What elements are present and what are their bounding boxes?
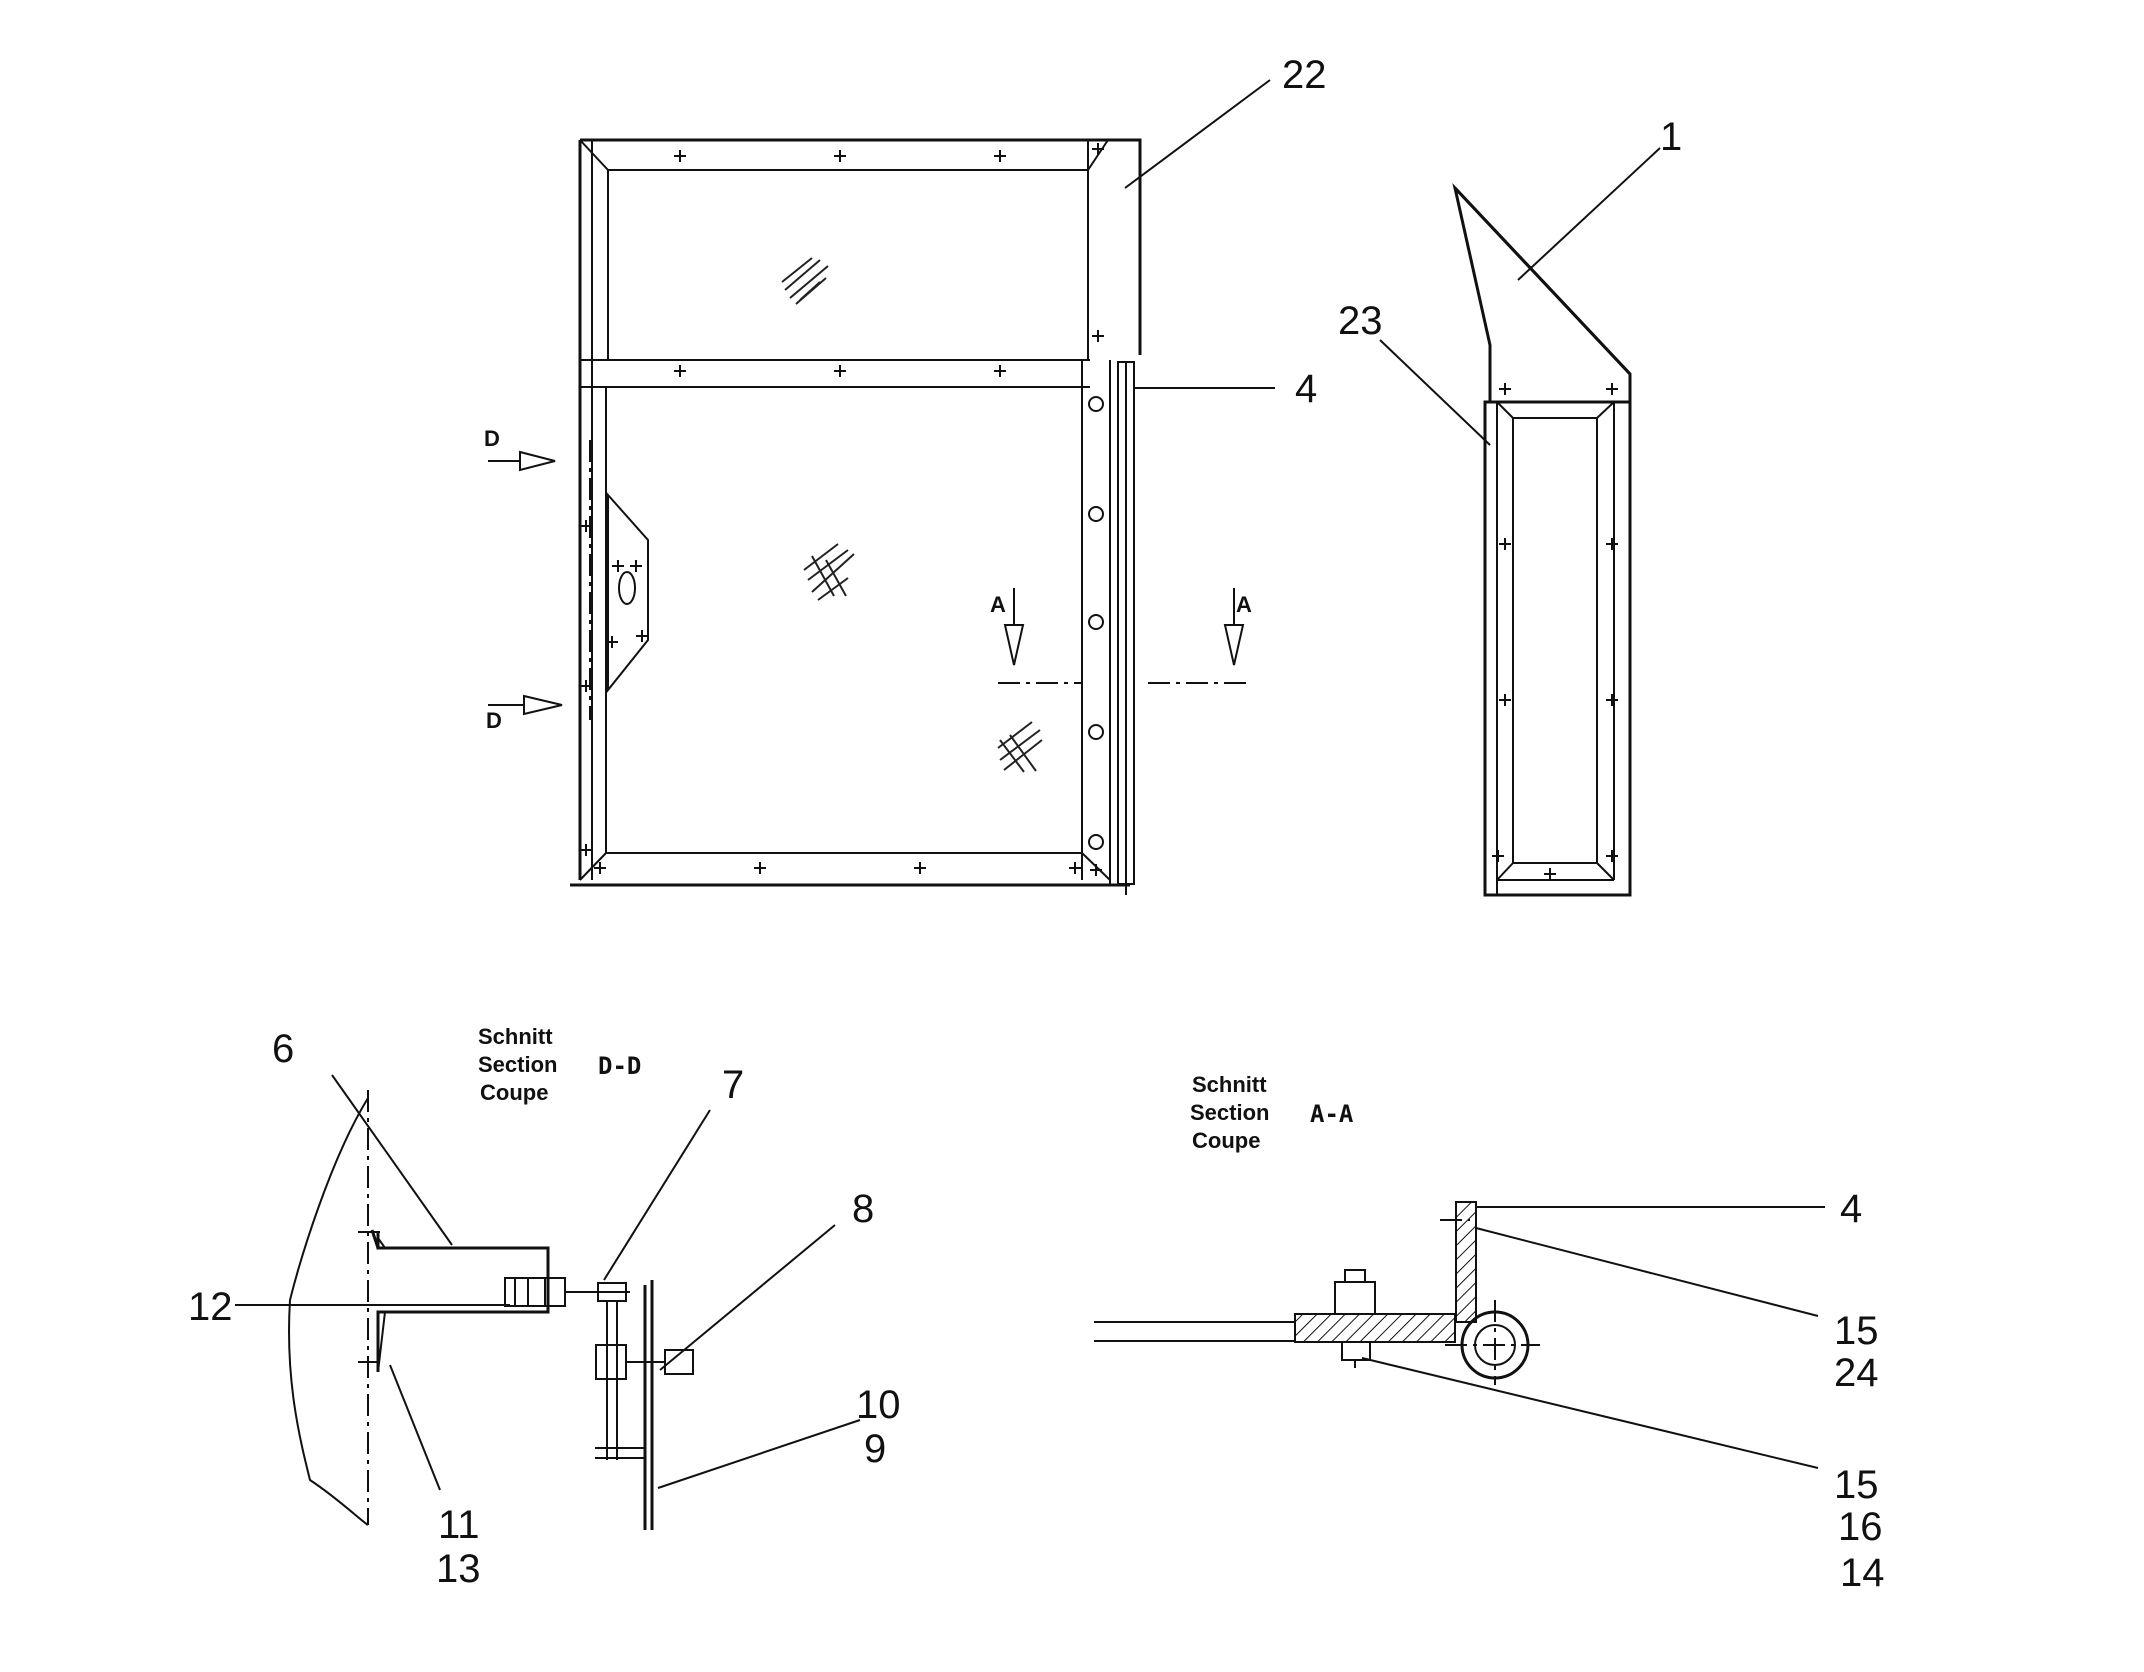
label-22: 22: [1282, 53, 1327, 97]
section-dd-line1: Schnitt: [478, 1024, 553, 1049]
label-1: 1: [1660, 115, 1682, 159]
section-aa-title: Schnitt Section Coupe A-A: [1190, 1072, 1354, 1153]
section-d-arrow-bottom: [488, 694, 563, 716]
section-d-arrow-top: [488, 450, 556, 472]
hinge-holes: [1088, 396, 1104, 850]
label-9: 9: [864, 1427, 886, 1471]
label-12: 12: [188, 1285, 233, 1329]
section-arrow-letters: D D A A: [484, 426, 1252, 733]
section-a-arrow-right: [1223, 588, 1245, 666]
section-a-arrow-left: [1003, 588, 1025, 666]
section-aa-line2: Section: [1190, 1100, 1269, 1125]
part-numbers: 22 1 23 4 6 7 8 12 10 9 11 13 4 15 24 15…: [188, 53, 1885, 1595]
arrow-label-d-top: D: [484, 426, 500, 451]
label-13: 13: [436, 1547, 481, 1591]
label-7: 7: [722, 1063, 744, 1107]
label-16: 16: [1838, 1505, 1883, 1549]
label-24: 24: [1834, 1351, 1879, 1395]
label-6: 6: [272, 1027, 294, 1071]
label-11: 11: [438, 1503, 480, 1547]
label-4-top: 4: [1295, 367, 1317, 411]
section-aa-line3: Coupe: [1192, 1128, 1260, 1153]
label-8: 8: [852, 1187, 874, 1231]
leader-lines: [235, 79, 1825, 1491]
label-15-lower: 15: [1834, 1463, 1879, 1507]
label-4-section: 4: [1840, 1187, 1862, 1231]
label-23: 23: [1338, 299, 1383, 343]
label-15-upper: 15: [1834, 1309, 1879, 1353]
arrow-label-a-right: A: [1236, 592, 1252, 617]
side-view: [1452, 182, 1632, 897]
front-view: [488, 138, 1250, 895]
section-dd-id: D-D: [598, 1052, 641, 1080]
section-dd-view: [288, 1090, 694, 1530]
section-dd-title: Schnitt Section Coupe D-D: [478, 1024, 641, 1105]
fastener-marks: [580, 143, 1104, 876]
surface-texture: [781, 257, 1043, 773]
section-aa-line1: Schnitt: [1192, 1072, 1267, 1097]
label-14: 14: [1840, 1551, 1885, 1595]
section-dd-line2: Section: [478, 1052, 557, 1077]
arrow-label-d-bottom: D: [486, 708, 502, 733]
arrow-label-a-left: A: [990, 592, 1006, 617]
section-aa-id: A-A: [1310, 1100, 1354, 1128]
section-aa-view: [1094, 1201, 1540, 1385]
label-10: 10: [856, 1383, 901, 1427]
section-dd-line3: Coupe: [480, 1080, 548, 1105]
